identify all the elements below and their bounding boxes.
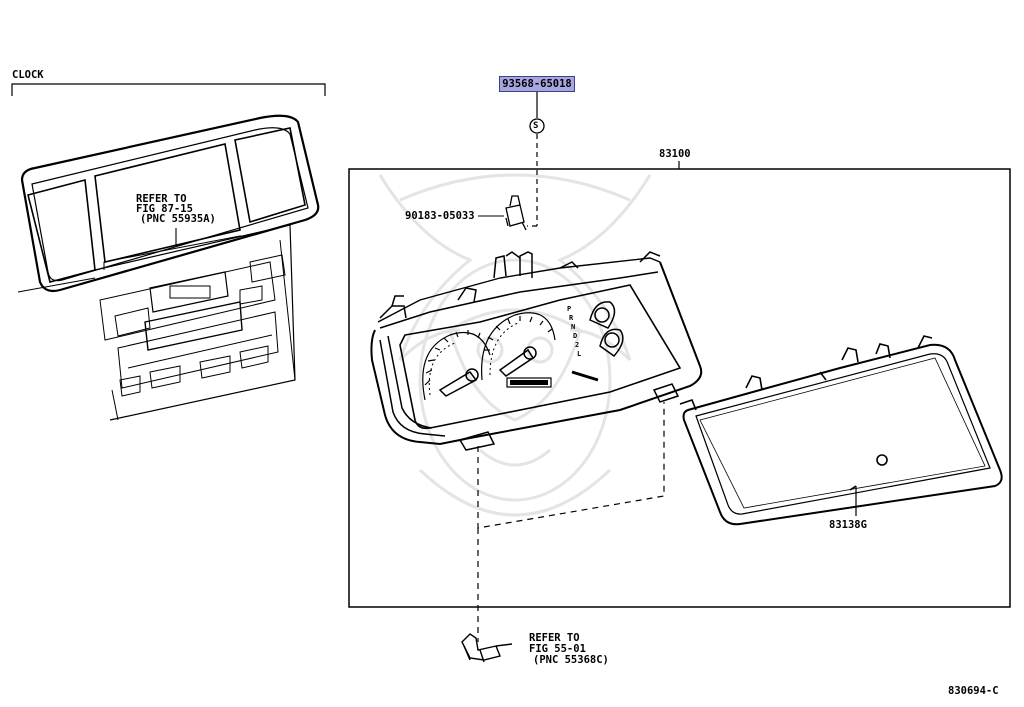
lens-83138g — [679, 335, 1003, 526]
assembly-frame — [348, 161, 1011, 608]
gear-letter: P — [567, 305, 571, 313]
reference-upper-line3: (PNC 55935A) — [140, 213, 216, 225]
gear-letter: L — [577, 350, 581, 358]
reference-lower-line3: (PNC 55368C) — [533, 654, 609, 666]
diagram-id: 830694-C — [948, 685, 999, 697]
gear-letter: R — [569, 314, 574, 322]
part-number-assembly[interactable]: 83100 — [659, 148, 691, 160]
bracket-55368c — [461, 633, 513, 663]
reference-lower-line1: REFER TO — [529, 632, 580, 644]
gear-letter: N — [571, 323, 575, 331]
reference-upper-line2: FIG 87-15 — [136, 203, 193, 215]
part-number-highlighted[interactable]: 93568-65018 — [499, 76, 575, 92]
clock-section-drawing — [11, 83, 326, 421]
leader-lines — [477, 402, 857, 642]
reference-lower-line2: FIG 55-01 — [529, 643, 586, 655]
s-symbol-icon — [529, 118, 545, 134]
clip-90183 — [478, 195, 527, 231]
clock-section-title: CLOCK — [12, 69, 44, 81]
s-symbol-label: S — [533, 121, 539, 131]
gear-letter: D — [573, 332, 577, 340]
part-number-glass[interactable]: 83138G — [829, 519, 867, 531]
watermark-emblem-icon — [378, 173, 652, 517]
reference-upper-line1: REFER TO — [136, 193, 187, 205]
fastener-leader — [527, 92, 545, 227]
gear-indicator-letters: P R N D 2 L — [567, 305, 581, 358]
part-number-clip[interactable]: 90183-05033 — [405, 210, 475, 222]
gear-letter: 2 — [575, 341, 579, 349]
instrument-cluster — [370, 251, 703, 451]
